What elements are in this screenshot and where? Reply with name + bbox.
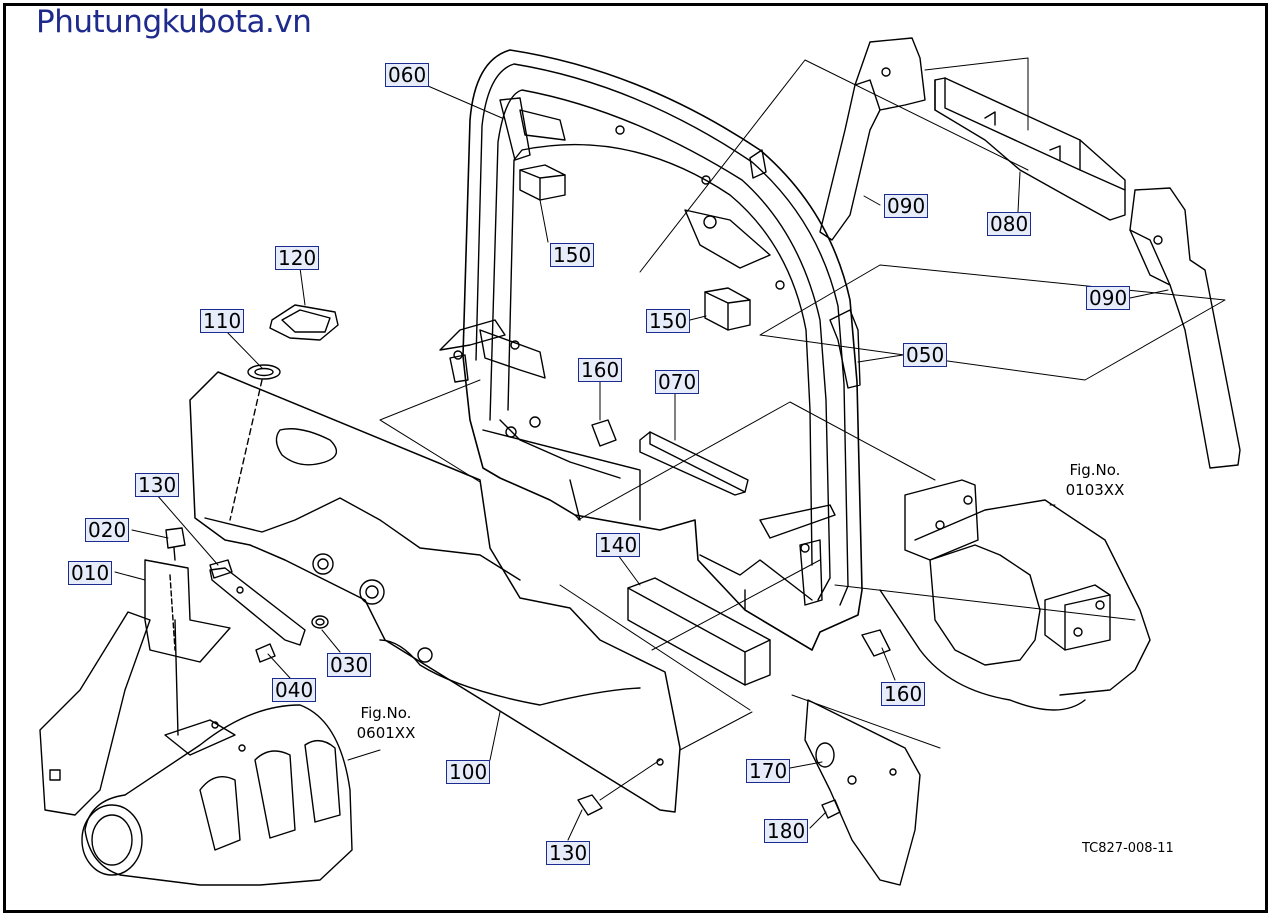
drawing-code: TC827-008-11 bbox=[1082, 841, 1174, 856]
part-callout-120[interactable]: 120 bbox=[275, 246, 320, 270]
intake-manifold bbox=[81, 619, 353, 886]
part-callout-180[interactable]: 180 bbox=[764, 819, 809, 843]
foam-strip-top bbox=[934, 77, 1126, 221]
seal-strip bbox=[639, 431, 749, 496]
figure-ref-code: 0601XX bbox=[356, 724, 416, 742]
part-callout-040[interactable]: 040 bbox=[272, 678, 317, 702]
brand-watermark: Phutungkubota.vn bbox=[36, 4, 312, 40]
figure-ref-code: 0103XX bbox=[1065, 481, 1125, 499]
part-callout-100[interactable]: 100 bbox=[446, 760, 491, 784]
foam-block-lower bbox=[704, 287, 751, 331]
part-callout-030[interactable]: 030 bbox=[327, 653, 372, 677]
part-callout-050[interactable]: 050 bbox=[903, 343, 948, 367]
figure-ref-label: Fig.No. bbox=[360, 704, 412, 722]
filler-cap bbox=[269, 304, 339, 341]
bolts bbox=[165, 419, 891, 819]
lower-cover-panel bbox=[189, 371, 681, 813]
part-callout-110[interactable]: 110 bbox=[200, 309, 245, 333]
foam-block-upper bbox=[519, 164, 566, 201]
foam-block-bottom bbox=[627, 577, 771, 686]
part-callout-150-b[interactable]: 150 bbox=[646, 309, 691, 333]
part-callout-090-b[interactable]: 090 bbox=[1086, 286, 1131, 310]
side-bracket bbox=[39, 559, 231, 816]
part-callout-070[interactable]: 070 bbox=[655, 370, 700, 394]
part-callout-140[interactable]: 140 bbox=[596, 533, 641, 557]
diagram-frame bbox=[3, 3, 1268, 913]
part-callout-160-a[interactable]: 160 bbox=[578, 358, 623, 382]
figure-ref-0601[interactable]: Fig.No. 0601XX bbox=[336, 703, 436, 743]
rubber-ring bbox=[247, 364, 281, 380]
part-callout-130-b[interactable]: 130 bbox=[546, 841, 591, 865]
part-callout-080[interactable]: 080 bbox=[987, 212, 1032, 236]
part-callout-130-a[interactable]: 130 bbox=[135, 473, 180, 497]
figure-ref-label: Fig.No. bbox=[1069, 461, 1121, 479]
foam-strip-left bbox=[819, 37, 926, 241]
figure-ref-0103[interactable]: Fig.No. 0103XX bbox=[1040, 460, 1150, 500]
fan-housing bbox=[879, 479, 1151, 711]
part-callout-170[interactable]: 170 bbox=[746, 759, 791, 783]
stay-bar bbox=[209, 567, 306, 646]
part-callout-150-a[interactable]: 150 bbox=[550, 243, 595, 267]
leader-lines bbox=[114, 57, 1226, 841]
radiator-frame bbox=[439, 49, 863, 651]
part-callout-010[interactable]: 010 bbox=[68, 561, 113, 585]
part-callout-090-a[interactable]: 090 bbox=[884, 194, 929, 218]
foam-strip-right bbox=[1129, 187, 1241, 469]
part-callout-160-b[interactable]: 160 bbox=[881, 682, 926, 706]
part-callout-060[interactable]: 060 bbox=[385, 63, 430, 87]
baffle-plate bbox=[804, 699, 921, 886]
part-callout-020[interactable]: 020 bbox=[85, 518, 130, 542]
